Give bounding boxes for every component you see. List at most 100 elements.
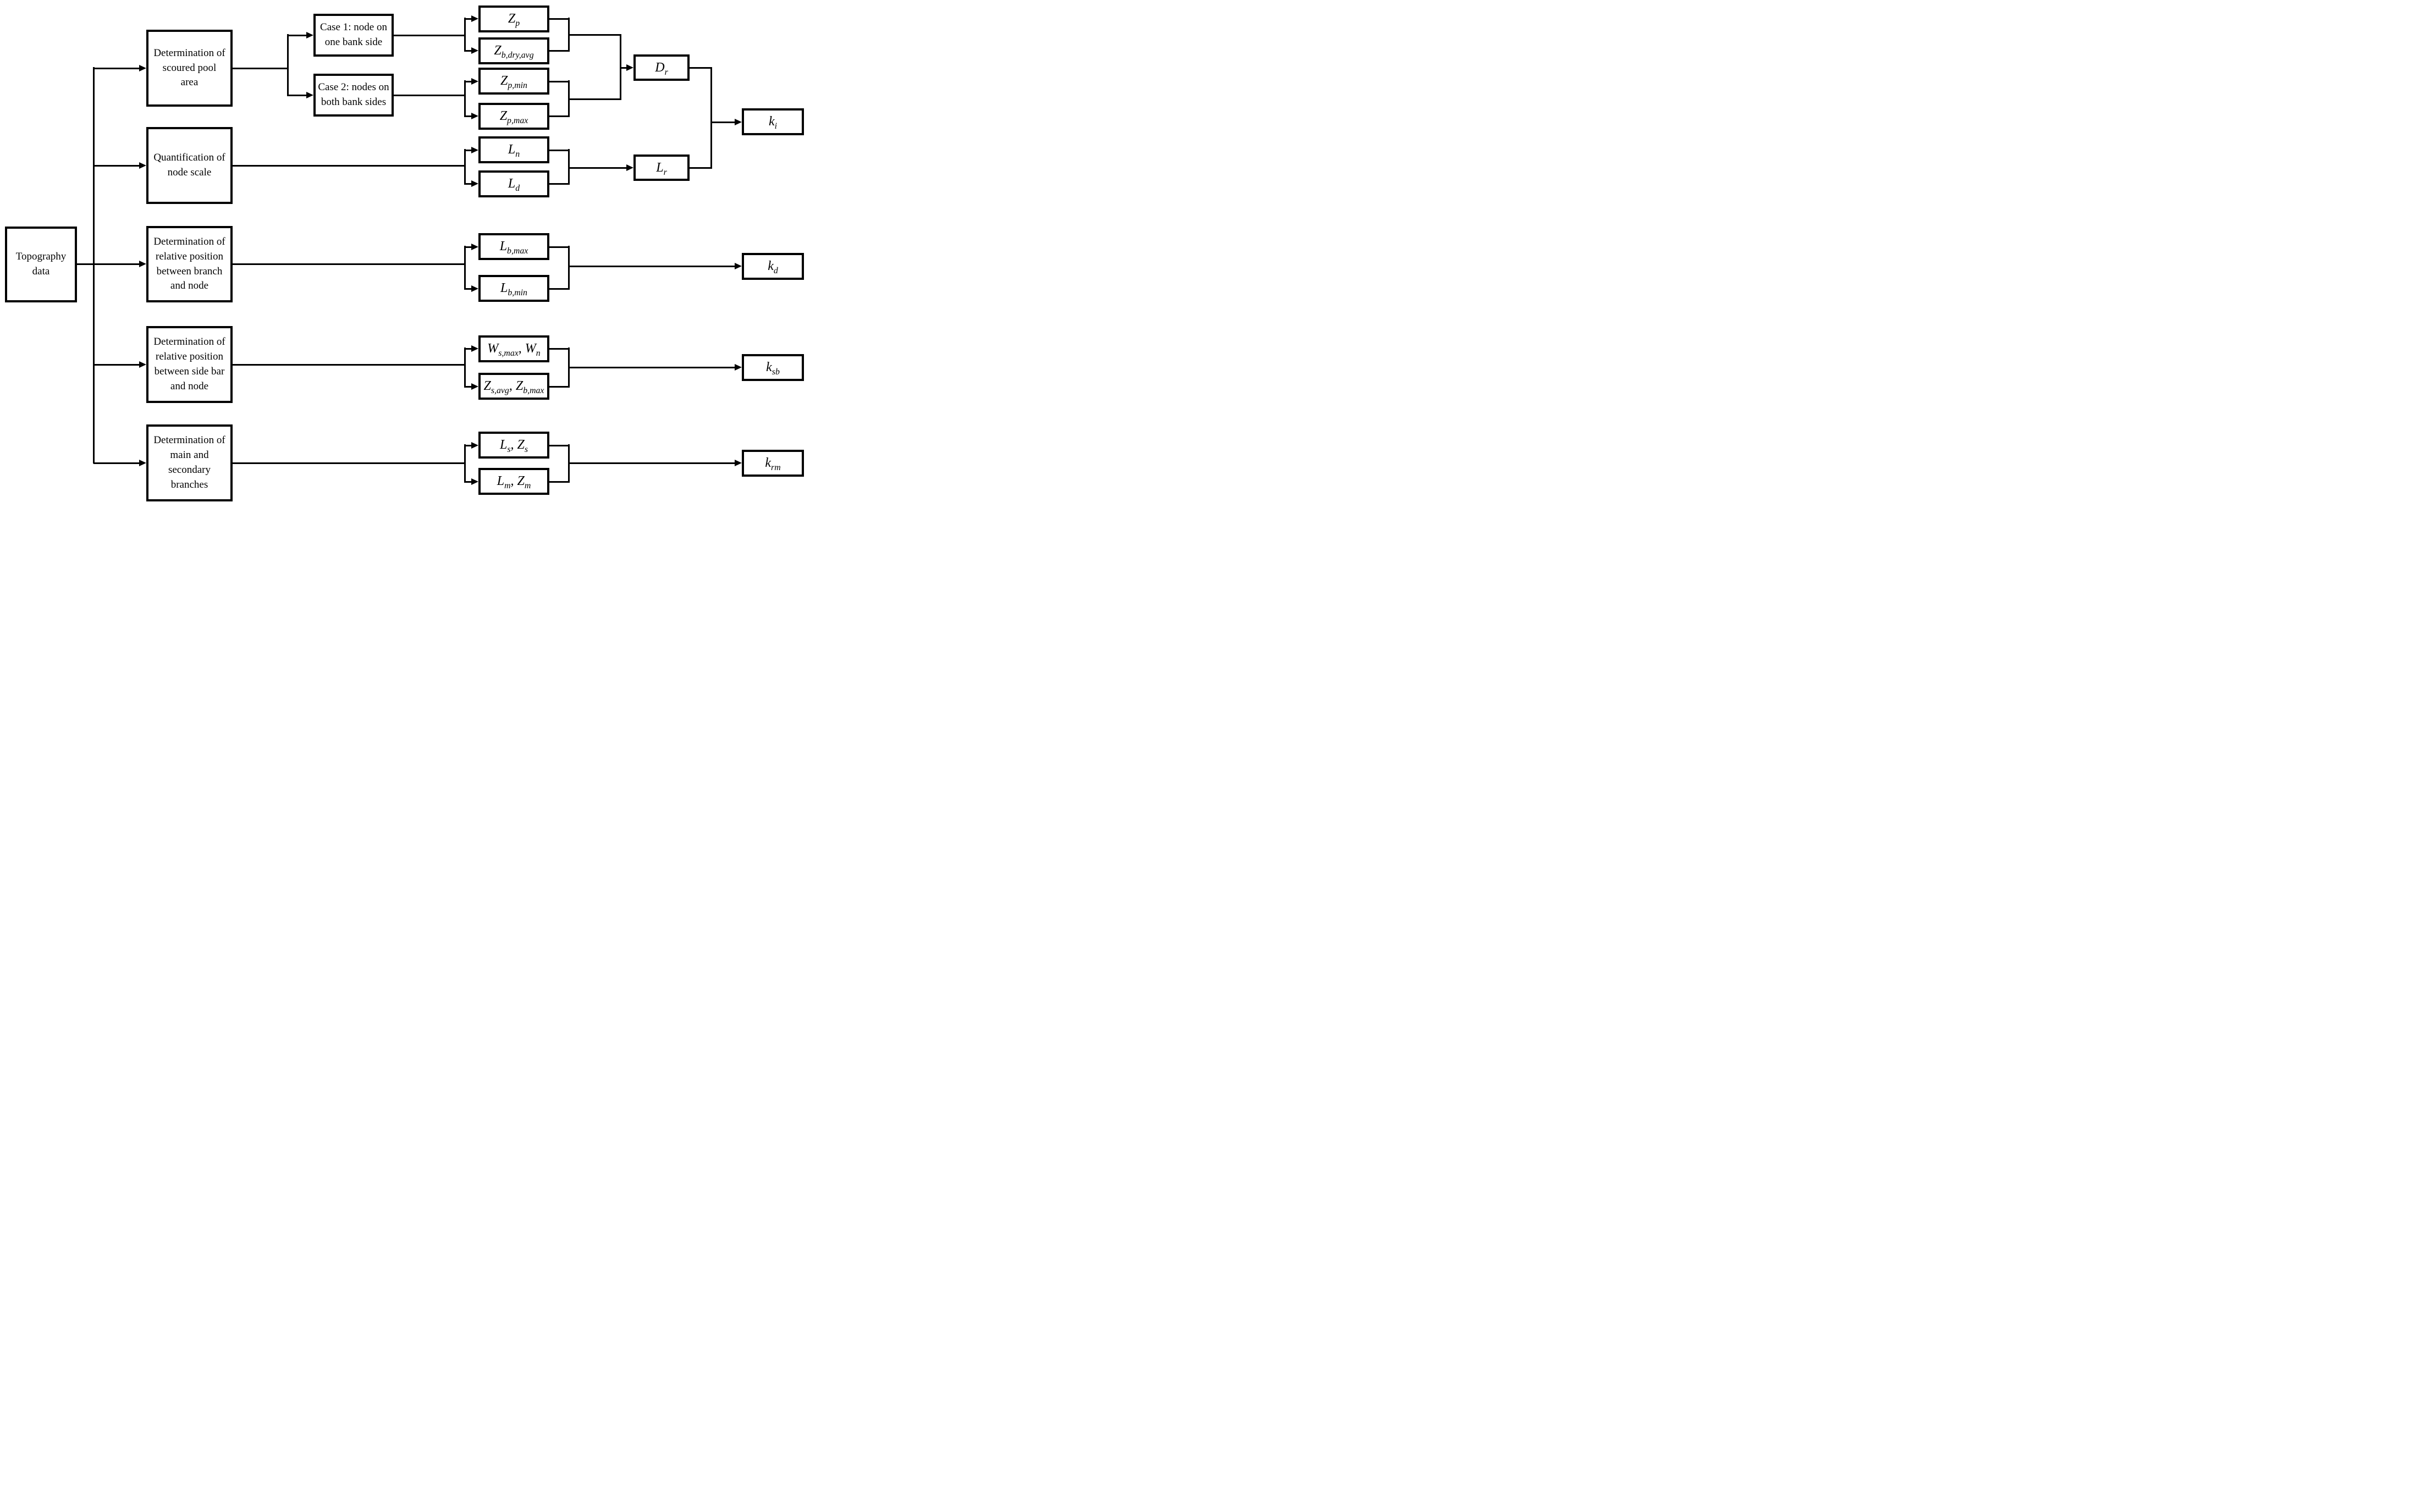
arrowhead — [471, 180, 478, 187]
node-process-main-secondary-branches: Determination of main and secondary bran… — [146, 424, 233, 501]
connector-split — [464, 444, 466, 483]
connector-line — [93, 263, 139, 265]
connector-line — [233, 165, 465, 167]
arrowhead — [306, 92, 313, 98]
connector-line — [549, 81, 570, 82]
node-process-scoured-pool-area: Determination of scoured pool area — [146, 30, 233, 107]
connector-line — [465, 481, 471, 483]
connector-line — [549, 150, 570, 151]
connector-split — [464, 149, 466, 185]
node-var-zp-min: Zp,min — [478, 68, 549, 95]
arrowhead — [735, 119, 742, 125]
connector-line — [233, 462, 465, 464]
arrowhead — [626, 164, 633, 171]
connector-line — [233, 68, 288, 69]
arrowhead — [471, 285, 478, 292]
connector-line — [465, 348, 471, 350]
arrowhead — [471, 244, 478, 250]
connector-line — [93, 462, 139, 464]
connector-split — [464, 80, 466, 117]
connector-line — [465, 18, 471, 20]
connector-line — [620, 67, 626, 69]
arrowhead — [306, 32, 313, 38]
connector-line — [549, 183, 570, 185]
flowchart-canvas: Topography data Determination of scoured… — [0, 0, 810, 504]
node-var-lb-min: Lb,min — [478, 275, 549, 302]
arrowhead — [139, 65, 146, 71]
arrowhead — [471, 47, 478, 54]
node-case-2: Case 2: nodes on both bank sides — [313, 74, 394, 117]
connector-line — [288, 95, 306, 96]
node-var-ln: Ln — [478, 136, 549, 163]
connector-split — [464, 18, 466, 52]
node-var-ld: Ld — [478, 170, 549, 197]
node-var-zb-dry-avg: Zb,dry,avg — [478, 37, 549, 64]
arrowhead — [139, 460, 146, 466]
arrowhead — [471, 147, 478, 153]
connector-line — [711, 122, 735, 123]
connector-line — [690, 167, 712, 169]
arrowhead — [471, 113, 478, 119]
connector-merge — [568, 246, 570, 290]
node-var-zp-max: Zp,max — [478, 103, 549, 130]
connector-split — [464, 246, 466, 290]
connector-split — [464, 347, 466, 388]
connector-line — [690, 67, 712, 69]
connector-line — [465, 183, 471, 185]
connector-line — [549, 445, 570, 446]
connector-line — [549, 481, 570, 483]
arrowhead — [735, 263, 742, 269]
node-output-ki: ki — [742, 108, 804, 135]
arrowhead — [139, 361, 146, 368]
connector-line — [569, 367, 735, 368]
connector-trunk — [93, 67, 95, 463]
arrowhead — [471, 383, 478, 390]
connector-line — [465, 246, 471, 248]
arrowhead — [471, 478, 478, 485]
arrowhead — [471, 442, 478, 449]
connector-line — [93, 165, 139, 167]
connector-merge — [568, 149, 570, 185]
connector-line — [569, 266, 735, 267]
connector-line — [465, 288, 471, 290]
connector-line — [465, 81, 471, 82]
node-topography-data: Topography data — [5, 227, 77, 302]
node-var-lm-zm: Lm, Zm — [478, 468, 549, 495]
connector-line — [569, 462, 735, 464]
node-process-sidebar-node-position: Determination of relative position betwe… — [146, 326, 233, 403]
node-var-ws-max-wn: Ws,max, Wn — [478, 335, 549, 362]
connector-line — [549, 18, 570, 20]
connector-line — [569, 167, 626, 169]
connector-line — [93, 68, 139, 69]
connector-line — [549, 246, 570, 248]
node-output-kd: kd — [742, 253, 804, 280]
connector-line — [549, 386, 570, 388]
arrowhead — [139, 162, 146, 169]
connector-line — [549, 348, 570, 350]
connector-line — [233, 263, 465, 265]
node-case-1: Case 1: node on one bank side — [313, 14, 394, 57]
connector-merge — [710, 67, 712, 169]
node-process-branch-node-position: Determination of relative position betwe… — [146, 226, 233, 302]
arrowhead — [626, 64, 633, 71]
connector-line — [569, 98, 621, 100]
connector-line — [93, 364, 139, 366]
arrowhead — [471, 15, 478, 22]
arrowhead — [735, 364, 742, 371]
node-var-lb-max: Lb,max — [478, 233, 549, 260]
arrowhead — [139, 261, 146, 267]
node-output-ksb: ksb — [742, 354, 804, 381]
node-var-zp: Zp — [478, 5, 549, 32]
connector-line — [569, 34, 621, 36]
connector-line — [549, 288, 570, 290]
connector-split — [287, 34, 289, 96]
connector-line — [549, 115, 570, 117]
connector-line — [394, 95, 465, 96]
arrowhead — [471, 78, 478, 85]
connector-line — [549, 50, 570, 52]
connector-line — [394, 35, 465, 36]
connector-line — [465, 386, 471, 388]
connector-line — [465, 50, 471, 52]
connector-topography-out — [77, 263, 94, 265]
node-output-krm: krm — [742, 450, 804, 477]
